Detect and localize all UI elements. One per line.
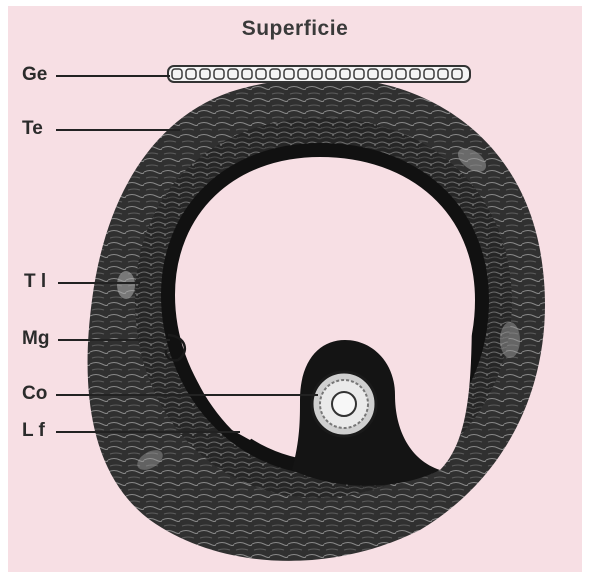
label-tl: T l bbox=[24, 271, 46, 293]
label-co: Co bbox=[22, 383, 47, 405]
oocyte-nucleus bbox=[332, 392, 356, 416]
diagram-title: Superficie bbox=[0, 17, 590, 41]
germinal-epithelium bbox=[168, 66, 470, 82]
label-lf: L f bbox=[22, 420, 45, 442]
label-te: Te bbox=[22, 118, 43, 140]
label-ge: Ge bbox=[22, 64, 47, 86]
label-mg: Mg bbox=[22, 328, 49, 350]
